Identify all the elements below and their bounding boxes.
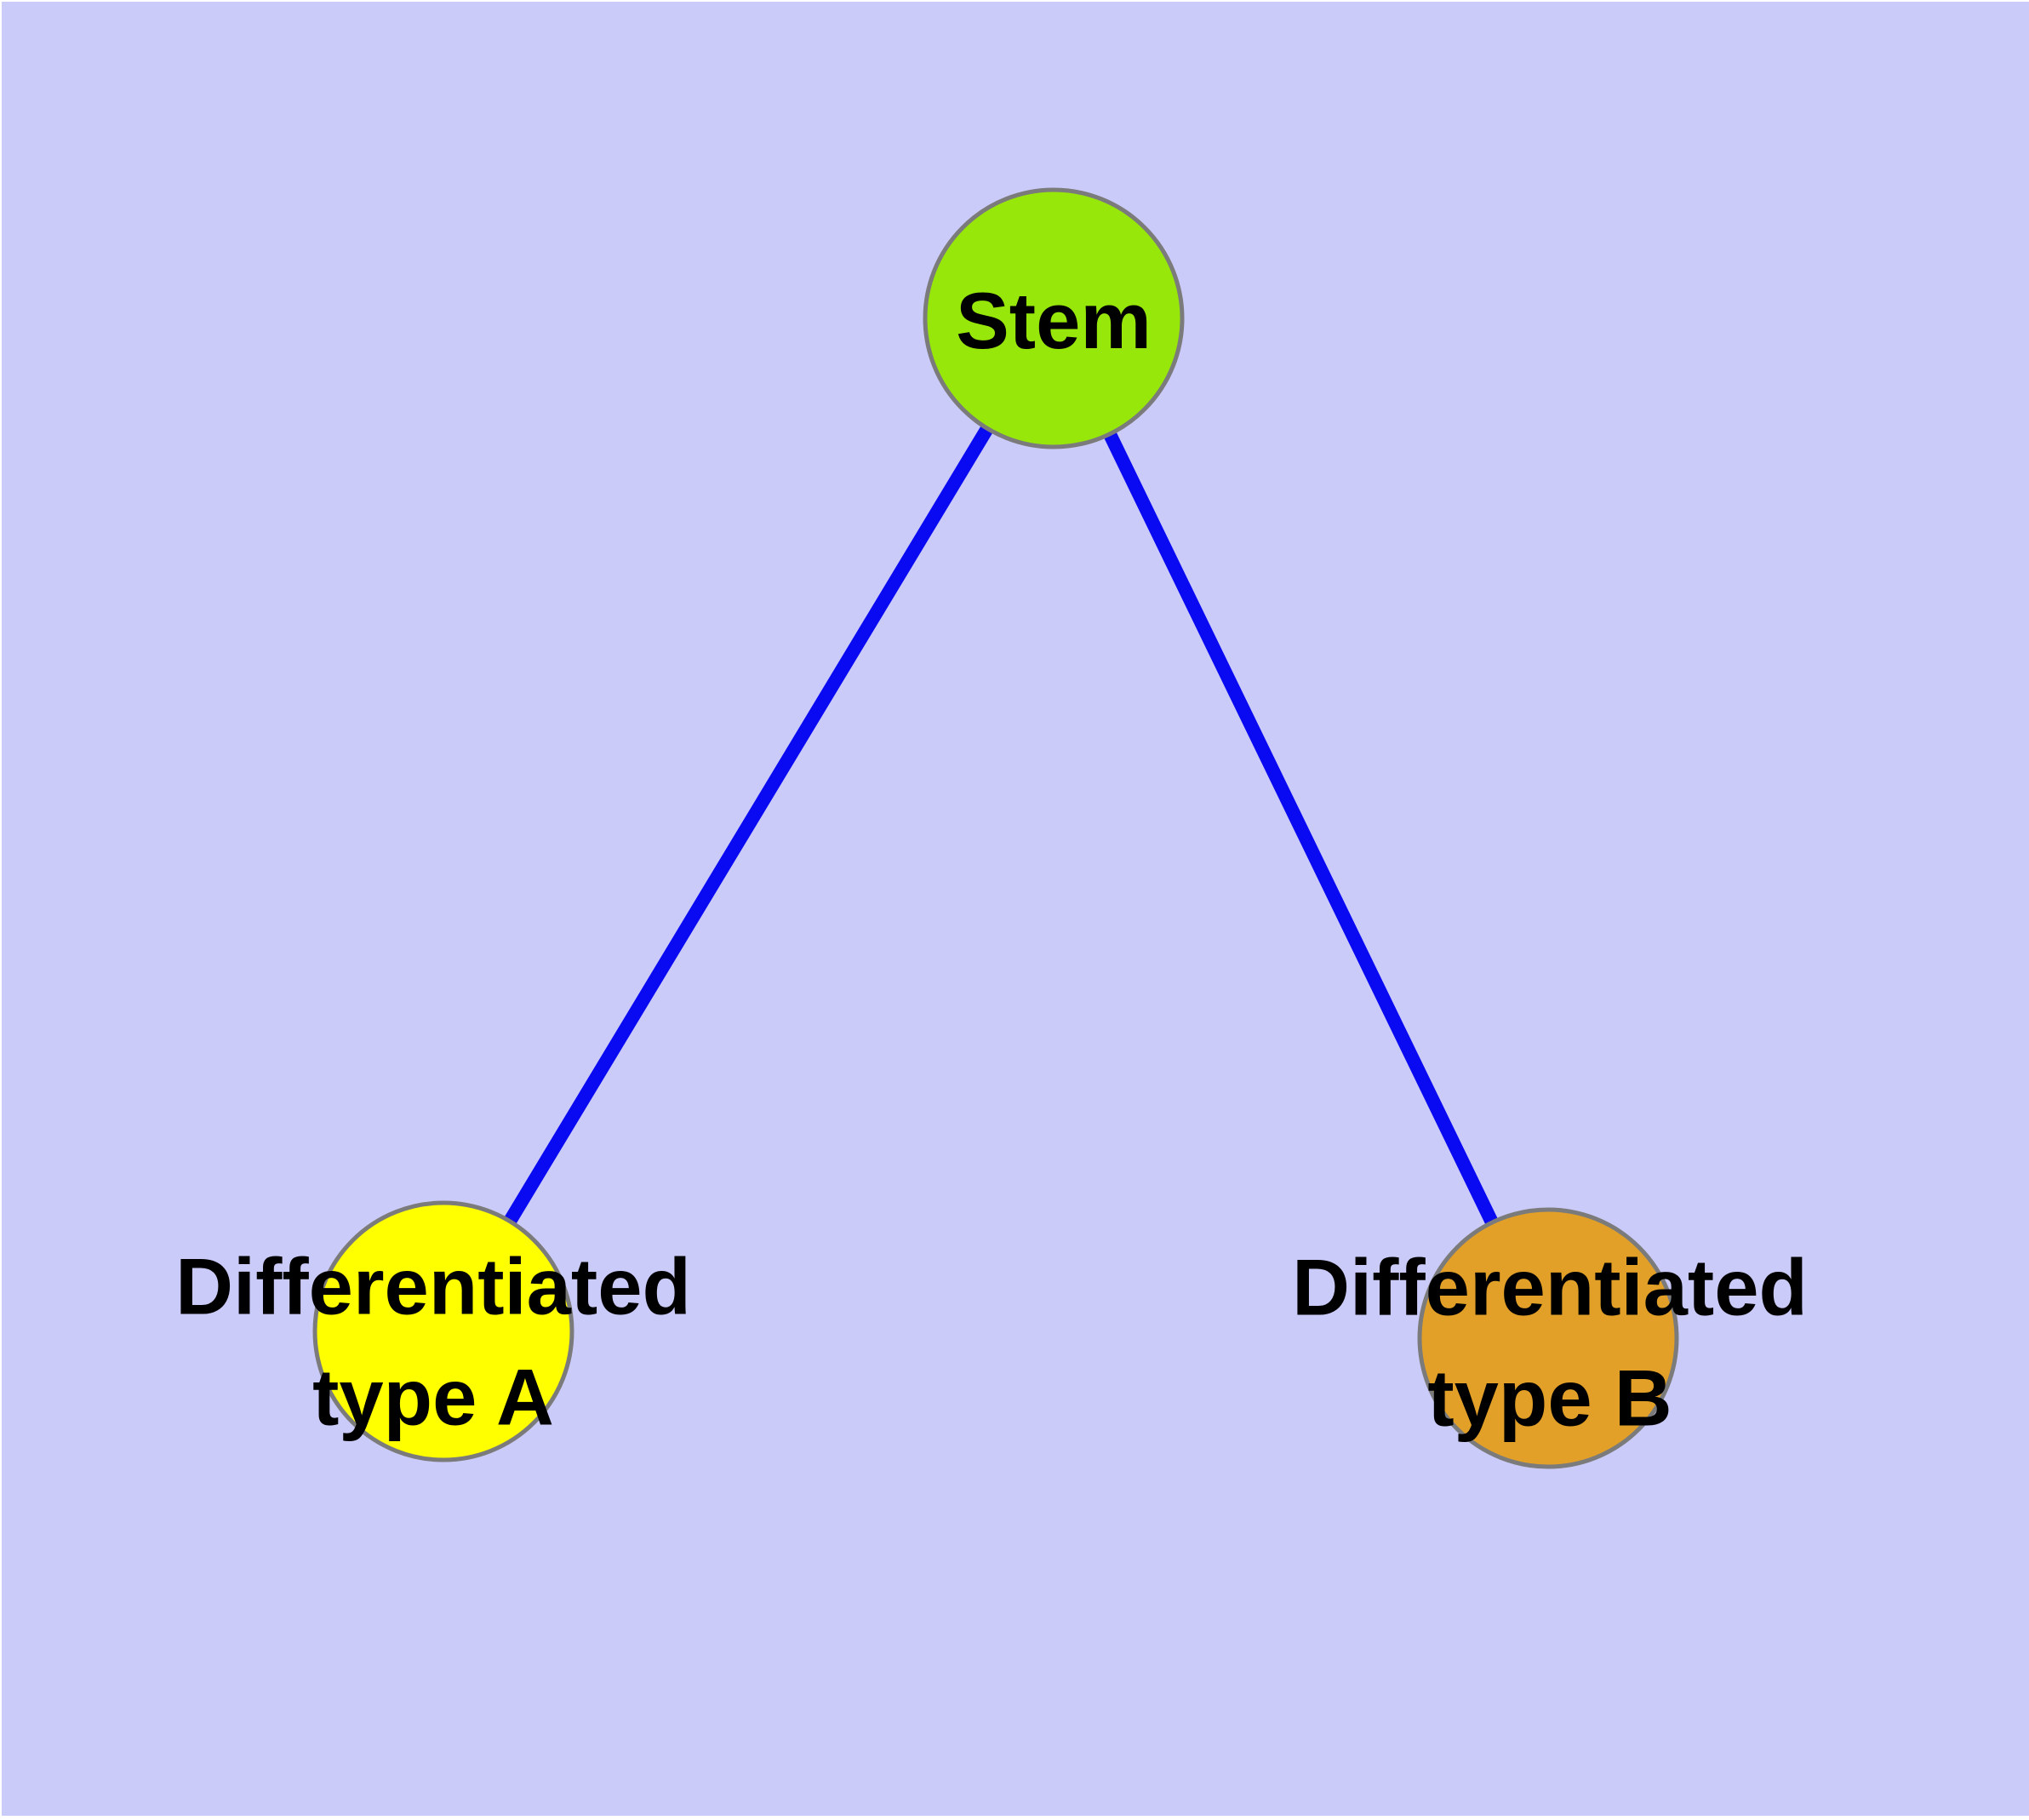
node-label-stem: Stem xyxy=(956,276,1152,366)
edge-stem-to-type-b xyxy=(1047,315,1555,1342)
node-differentiated-type-a xyxy=(312,1200,574,1462)
node-label-differentiated-type-a: Differentiated type A xyxy=(175,1241,691,1441)
edge-stem-to-type-a xyxy=(437,314,1060,1336)
node-stem xyxy=(923,187,1185,449)
node-differentiated-type-b xyxy=(1417,1207,1679,1469)
node-label-differentiated-type-b: Differentiated type B xyxy=(1292,1242,1808,1442)
